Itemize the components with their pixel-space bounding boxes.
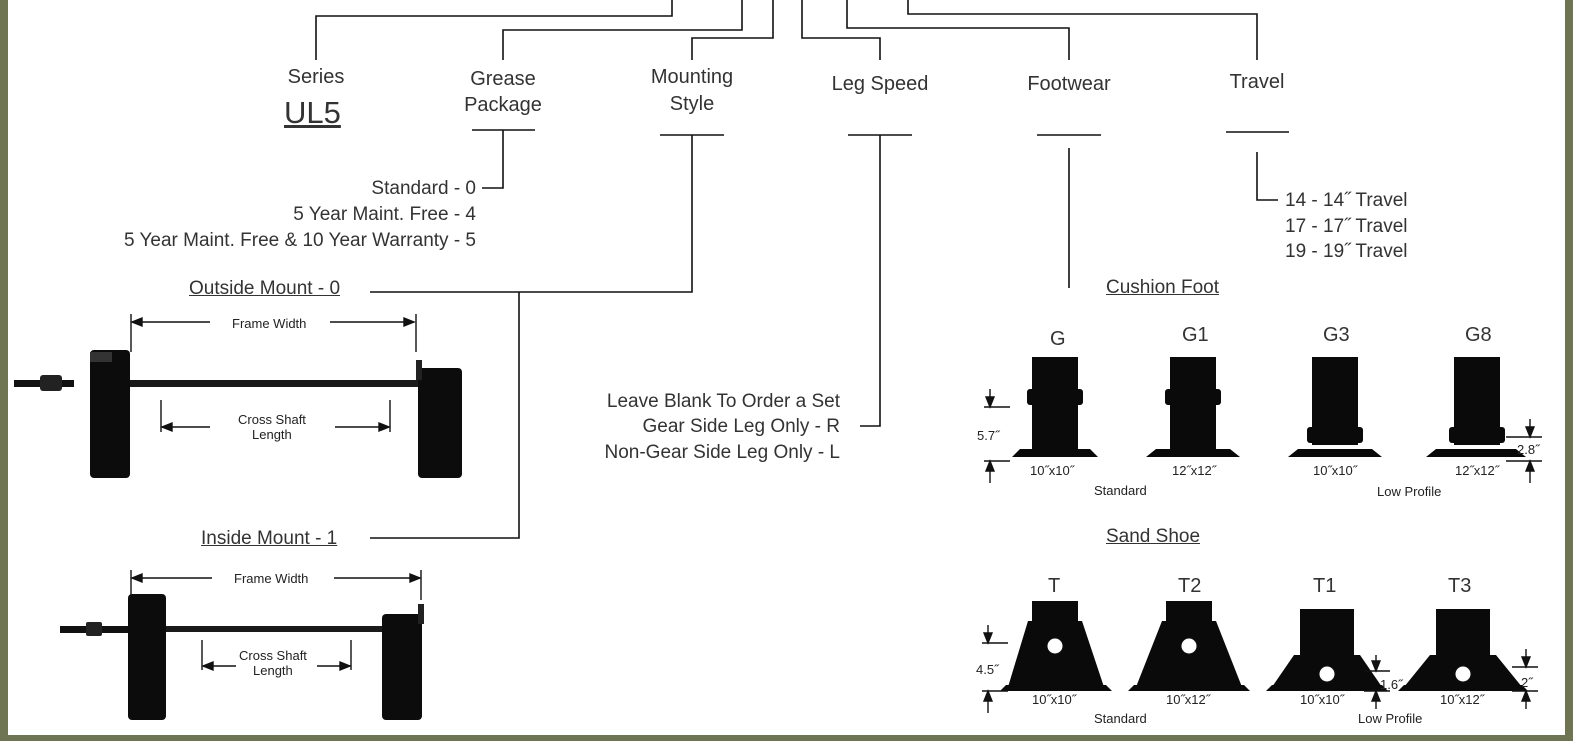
inside-cross-shaft-1: Cross Shaft: [239, 648, 307, 663]
cushion-code-g1: G1: [1182, 324, 1209, 346]
outside-mount-drawing: [14, 350, 462, 478]
cushion-g8-foot: [1426, 449, 1526, 457]
sand-shoe-diagram: [982, 601, 1538, 713]
sand-code-t2: T2: [1178, 575, 1202, 597]
cushion-code-g3: G3: [1323, 324, 1350, 346]
outside-mount-label: Outside Mount - 0: [189, 278, 341, 299]
cushion-foot-diagram: [984, 357, 1542, 483]
travel-label: Travel: [1229, 71, 1285, 93]
mounting-label-1: Mounting: [650, 66, 734, 88]
cushion-size-g: 10˝x10˝: [1030, 463, 1075, 478]
footwear-label: Footwear: [1027, 73, 1111, 95]
sand-height-low-1: 1.6˝: [1380, 677, 1403, 692]
cushion-g-foot: [1012, 449, 1098, 457]
sand-t3-base: [1398, 685, 1528, 691]
series-label: Series: [287, 66, 345, 88]
series-value: UL5: [284, 95, 341, 130]
leg-speed-option-r: Gear Side Leg Only - R: [642, 416, 840, 437]
cushion-g1-collar: [1165, 389, 1221, 405]
cushion-low-profile-label: Low Profile: [1377, 484, 1442, 499]
sand-low-profile-label: Low Profile: [1358, 711, 1423, 726]
inside-mount-label: Inside Mount - 1: [201, 528, 338, 549]
grease-label-2: Package: [464, 94, 542, 116]
outside-cross-shaft-2: Length: [252, 427, 292, 442]
cushion-g1-leg: [1170, 357, 1216, 457]
cushion-g1-foot: [1146, 449, 1240, 457]
sand-size-t3: 10˝x12˝: [1440, 692, 1485, 707]
sand-code-t: T: [1048, 575, 1061, 597]
cushion-code-g: G: [1050, 328, 1066, 350]
sand-size-t2: 10˝x12˝: [1166, 692, 1211, 707]
sand-t2-base: [1128, 685, 1250, 691]
inside-frame-width: Frame Width: [234, 571, 309, 586]
cushion-foot-title: Cushion Foot: [1106, 277, 1220, 298]
sand-shoe-title: Sand Shoe: [1106, 526, 1201, 547]
grease-option-0: Standard - 0: [371, 178, 476, 199]
cushion-g3-foot: [1288, 449, 1382, 457]
cushion-size-g8: 12˝x12˝: [1455, 463, 1500, 478]
leg-speed-option-l: Non-Gear Side Leg Only - L: [604, 442, 840, 463]
sand-size-t: 10˝x10˝: [1032, 692, 1077, 707]
grease-option-5: 5 Year Maint. Free & 10 Year Warranty - …: [123, 230, 476, 251]
travel-option-19: 19 - 19˝ Travel: [1285, 241, 1408, 262]
cushion-g-leg: [1032, 357, 1078, 457]
cushion-g-collar: [1027, 389, 1083, 405]
sand-t2-hole: [1180, 637, 1198, 655]
mounting-label-2: Style: [669, 93, 715, 115]
sand-t-hole: [1046, 637, 1064, 655]
cushion-g3-collar: [1307, 427, 1363, 443]
outside-mount-diagram: [14, 314, 462, 720]
inside-cross-shaft-2: Length: [253, 663, 293, 678]
grease-label-1: Grease: [470, 68, 536, 90]
sand-size-t1: 10˝x10˝: [1300, 692, 1345, 707]
sand-height-low-2: 2˝: [1521, 675, 1533, 690]
cushion-g8-collar: [1449, 427, 1505, 443]
leg-speed-option-set: Leave Blank To Order a Set: [606, 391, 840, 412]
sand-code-t1: T1: [1313, 575, 1337, 597]
inside-mount-drawing: [60, 594, 424, 720]
sand-t3-hole: [1454, 665, 1472, 683]
sand-t1-base: [1266, 685, 1388, 691]
cushion-size-g3: 10˝x10˝: [1313, 463, 1358, 478]
travel-option-14: 14 - 14˝ Travel: [1285, 190, 1408, 211]
cushion-code-g8: G8: [1465, 324, 1492, 346]
sand-t1-hole: [1318, 665, 1336, 683]
cushion-standard-label: Standard: [1094, 483, 1147, 498]
sand-height-std: 4.5˝: [976, 662, 999, 677]
sand-t-base: [1000, 685, 1112, 691]
travel-option-17: 17 - 17˝ Travel: [1285, 216, 1408, 237]
outside-frame-width: Frame Width: [232, 316, 307, 331]
cushion-size-g1: 12˝x12˝: [1172, 463, 1217, 478]
grease-option-4: 5 Year Maint. Free - 4: [293, 204, 476, 225]
sand-standard-label: Standard: [1094, 711, 1147, 726]
sand-code-t3: T3: [1448, 575, 1472, 597]
cushion-height-std: 5.7˝: [977, 428, 1000, 443]
outside-cross-shaft-1: Cross Shaft: [238, 412, 306, 427]
cushion-height-low: 2.8˝: [1517, 442, 1540, 457]
leg-speed-label: Leg Speed: [831, 73, 929, 95]
